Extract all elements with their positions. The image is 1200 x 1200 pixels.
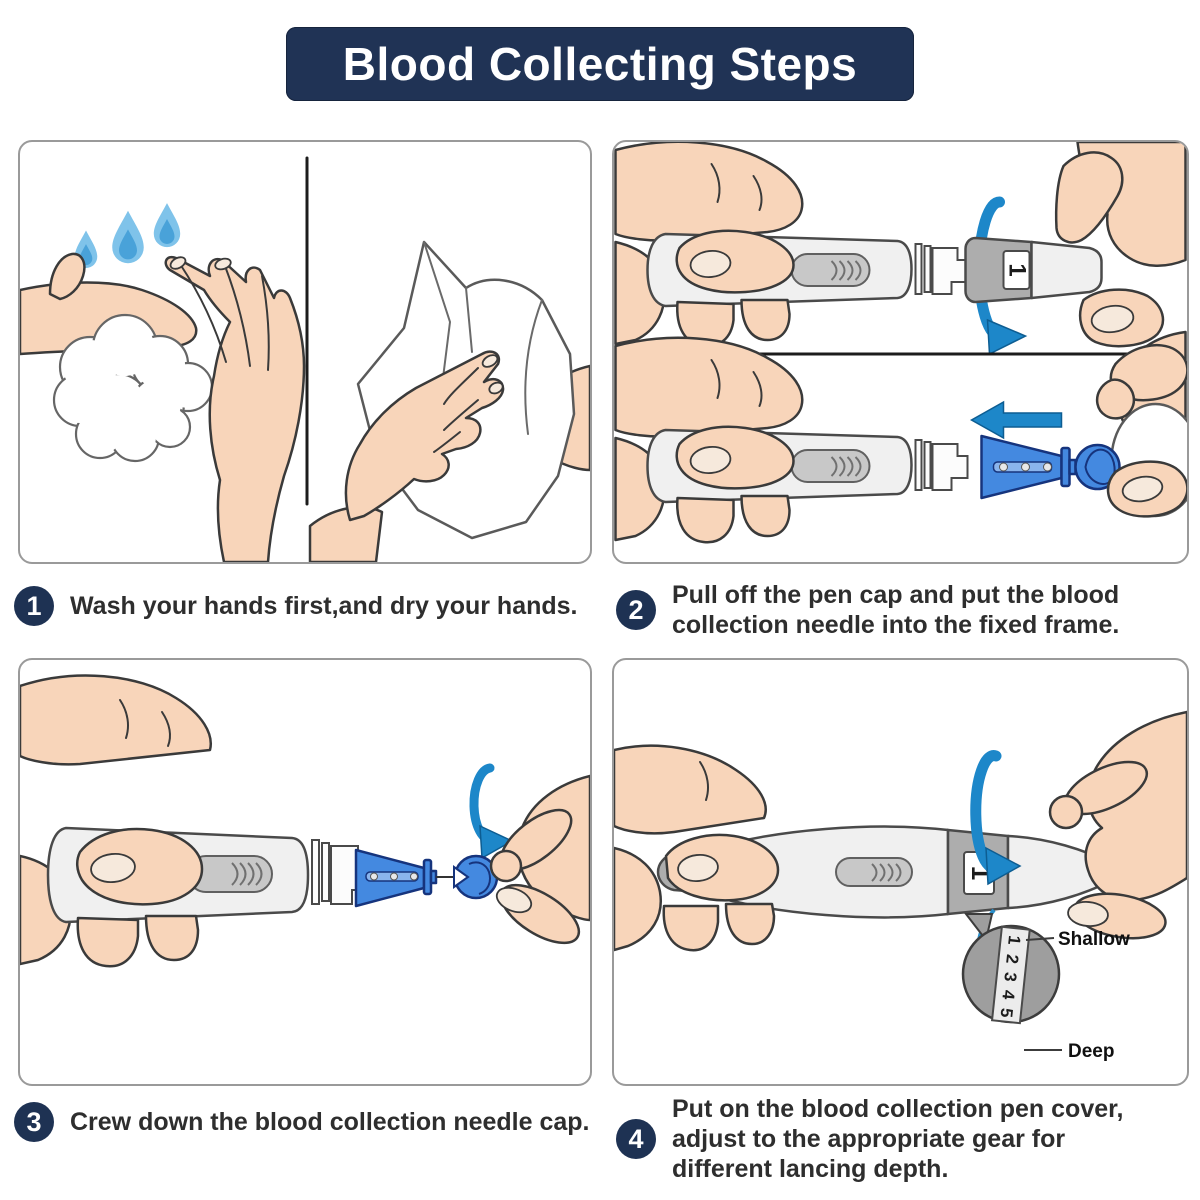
panel-step2-cap-needle: 1 (612, 140, 1189, 564)
hand-holding-pen (20, 674, 371, 968)
depth-digit-2: 2 (1002, 953, 1022, 964)
shallow-label: Shallow (1058, 929, 1130, 950)
step1-caption: Wash your hands first,and dry your hands… (70, 592, 578, 620)
page-title: Blood Collecting Steps (286, 27, 914, 101)
depth-magnifier: 1 2 3 4 5 Shallow Deep (961, 913, 1130, 1062)
step3-badge: 3 (14, 1102, 54, 1142)
pen-slider (790, 253, 871, 287)
insert-arrow-icon (969, 400, 1063, 440)
step2-caption: Pull off the pen cap and put the blood c… (672, 581, 1120, 639)
step1-badge: 1 (14, 586, 54, 626)
step2-badge: 2 (616, 590, 656, 630)
panel-step1-wash-dry (18, 140, 592, 564)
pen-cap-tip (1030, 240, 1103, 300)
wash-dry-illustration (20, 156, 590, 562)
soap-foam (52, 313, 214, 463)
depth-digit-4: 4 (998, 989, 1018, 1001)
adjust-depth-illustration: 1 1 2 3 4 5 Shallow Deep (614, 710, 1187, 1062)
drying-hands (308, 240, 590, 562)
needle-and-cap (354, 763, 514, 908)
step3-caption-row: 3 Crew down the blood collection needle … (14, 1102, 592, 1142)
thumb (76, 827, 204, 906)
depth-digit-3: 3 (1000, 971, 1020, 982)
step1-caption-row: 1 Wash your hands first,and dry your han… (14, 586, 592, 626)
washing-hands (20, 252, 306, 562)
depth-digit-1: 1 (1004, 934, 1024, 945)
cap-dial-number: 1 (1004, 263, 1031, 276)
twisting-hand (489, 774, 590, 945)
step4-caption: Put on the blood collection pen cover, a… (672, 1095, 1124, 1183)
pen-slider (835, 857, 913, 887)
screw-cap-illustration (20, 674, 590, 968)
holding-hand-right (1048, 710, 1187, 940)
depth-dial: 1 (946, 750, 1117, 951)
step2-caption-row: 2 Pull off the pen cap and put the blood… (616, 580, 1194, 640)
step4-caption-row: 4 Put on the blood collection pen cover,… (616, 1094, 1194, 1184)
depth-digit-5: 5 (996, 1007, 1016, 1018)
step4-badge: 4 (616, 1119, 656, 1159)
hand-holding-pen (614, 744, 950, 952)
panel-step3-screw-cap (18, 658, 592, 1086)
needle-insertion (969, 330, 1187, 518)
step3-caption: Crew down the blood collection needle ca… (70, 1108, 590, 1136)
water-drop-icons (74, 203, 181, 268)
thumb (664, 833, 780, 902)
pen-cap-removal: 1 (964, 142, 1187, 356)
deep-label: Deep (1068, 1041, 1114, 1062)
needle-cap (1074, 443, 1121, 491)
hand-holding-pen (614, 142, 969, 348)
panel-step4-adjust-depth: 1 1 2 3 4 5 Shallow Deep (612, 658, 1189, 1086)
pen-connector (931, 247, 969, 295)
cap-needle-illustration: 1 (614, 142, 1187, 544)
